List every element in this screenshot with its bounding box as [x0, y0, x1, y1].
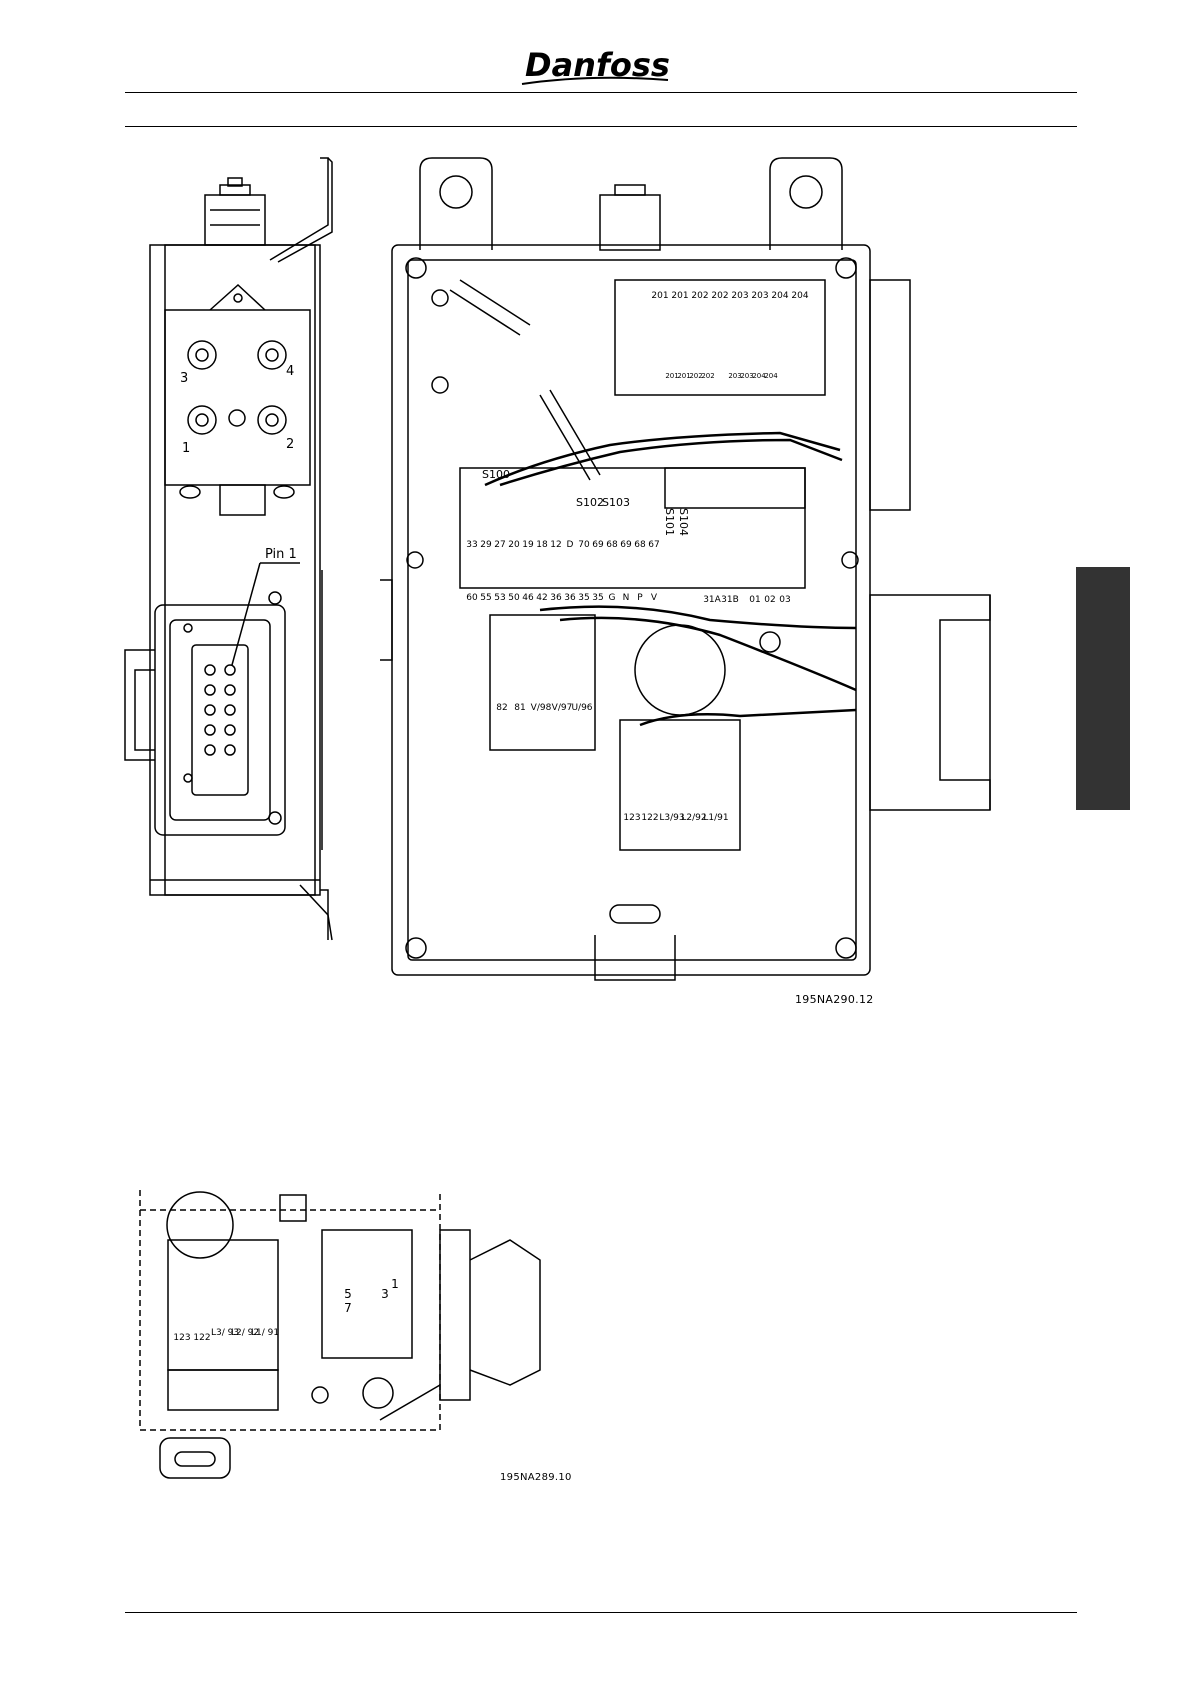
control-terminal-label: 19 [522, 540, 534, 550]
control-terminals-row-2: 60 55 53 50 46 42 36 36 35 35 G N P V [466, 593, 658, 603]
relay-terminal-label: 201 [677, 372, 690, 380]
relay-terminal-label: 202 [701, 372, 714, 380]
control-terminal-label: 55 [480, 593, 491, 603]
control-terminal-label: G [609, 593, 616, 603]
control-terminal-label: 20 [508, 540, 520, 550]
main-figure-reference: 195NA290.12 [795, 993, 874, 1006]
relay-terminal-label: 201 [671, 291, 688, 301]
front-view-drawing: 201 201 202 202 203 203 204 204 201 201 … [380, 157, 991, 981]
control-terminal-label: 68 [606, 540, 618, 550]
mains-terminals: 123 122 L3/93 L2/92 L1/91 [623, 813, 728, 823]
relay-output-label: 01 [749, 595, 760, 605]
switch-label-s102: S102 [576, 496, 604, 509]
control-terminal-label: 46 [522, 593, 534, 603]
section-tab [1076, 567, 1130, 810]
control-terminal-label: P [637, 593, 643, 603]
relay-terminal-label: 204 [771, 291, 788, 301]
control-terminal-label: 36 [564, 593, 576, 603]
control-terminal-label: 35 [592, 593, 603, 603]
control-terminal-label: 33 [466, 540, 477, 550]
control-terminal-label: 53 [494, 593, 505, 603]
control-terminal-label: 12 [550, 540, 561, 550]
switch-label-s103: S103 [602, 496, 630, 509]
relay-output-label: 03 [779, 595, 790, 605]
connector-number-2: 2 [286, 437, 294, 452]
relay-terminal-label: 204 [764, 372, 778, 380]
pin-1-label: Pin 1 [265, 547, 297, 562]
control-terminal-label: 50 [508, 593, 520, 603]
motor-terminal-label: U/96 [571, 703, 592, 713]
footer-rule [125, 1612, 1077, 1613]
control-terminal-label: 18 [536, 540, 548, 550]
relay-terminals-top: 201 201 202 202 203 203 204 204 [651, 291, 808, 301]
side-view-drawing: Pin 1 3 4 1 2 [124, 157, 333, 941]
control-terminal-label: 68 [634, 540, 646, 550]
motor-terminals: 82 81 V/98 V/97 U/96 [496, 703, 593, 713]
brake-terminals: 31A 31B [703, 595, 739, 605]
switch-label-s100: S100 [482, 468, 510, 481]
brake-terminal-label: 31A [703, 595, 721, 605]
relay-terminal-label: 202 [711, 291, 728, 301]
control-terminal-label: V [651, 593, 658, 603]
connector-number-1: 1 [182, 441, 190, 456]
relay-output-terminals: 01 02 03 [749, 595, 790, 605]
header-rule-top [125, 92, 1077, 93]
control-terminals-row-1: 33 29 27 20 19 18 12 D 70 69 68 69 68 67 [466, 540, 659, 550]
relay-terminals-bottom: 201 201 202 202 203 203 204 204 [665, 372, 778, 380]
control-terminal-label: 69 [592, 540, 604, 550]
connector-number-3: 3 [180, 371, 188, 386]
control-terminal-label: 42 [536, 593, 547, 603]
brake-terminal-label: 31B [721, 595, 739, 605]
detail-mains-label: L1/ 91 [251, 1328, 279, 1338]
relay-terminal-label: 204 [752, 372, 766, 380]
detail-mains-label: 122 [193, 1333, 210, 1343]
switch-number: 7 [344, 1301, 352, 1315]
control-terminal-label: 29 [480, 540, 492, 550]
control-terminal-label: 27 [494, 540, 505, 550]
connector-number-4: 4 [286, 364, 294, 379]
detail-switch-numbers: 5 3 1 7 [344, 1277, 399, 1315]
mains-terminal-label: L3/93 [659, 813, 684, 823]
detail-figure-reference: 195NA289.10 [500, 1472, 572, 1483]
control-terminal-label: 70 [578, 540, 590, 550]
relay-terminal-label: 201 [651, 291, 668, 301]
mains-terminal-label: L2/92 [681, 813, 706, 823]
control-terminal-label: D [567, 540, 574, 550]
relay-terminal-label: 203 [731, 291, 748, 301]
detail-mains-label: 123 [173, 1333, 190, 1343]
detail-mains-label: L3/ 93 [211, 1328, 239, 1338]
switch-number: 5 [344, 1287, 352, 1301]
control-terminal-label: 36 [550, 593, 562, 603]
header-rule-bottom [125, 126, 1077, 127]
relay-terminal-label: 201 [665, 372, 678, 380]
mains-terminal-label: L1/91 [703, 813, 728, 823]
motor-terminal-label: 81 [514, 703, 525, 713]
mains-terminal-label: 122 [641, 813, 658, 823]
relay-terminal-label: 204 [791, 291, 808, 301]
relay-terminal-label: 202 [691, 291, 708, 301]
relay-terminal-label: 203 [751, 291, 768, 301]
relay-terminal-label: 202 [689, 372, 702, 380]
mains-terminal-label: 123 [623, 813, 640, 823]
relay-output-label: 02 [764, 595, 775, 605]
switch-label-s101: S101 [663, 508, 676, 536]
detail-mains-terminals: 123 122 L3/ 93 L2/ 92 L1/ 91 [173, 1328, 279, 1343]
switch-number: 1 [391, 1277, 399, 1291]
control-terminal-label: 35 [578, 593, 589, 603]
danfoss-logo: Danfoss [520, 40, 670, 90]
motor-terminal-label: 82 [496, 703, 507, 713]
control-terminal-label: 60 [466, 593, 478, 603]
control-terminal-label: N [623, 593, 630, 603]
switch-label-s104: S104 [677, 508, 690, 536]
detail-mains-label: L2/ 92 [231, 1328, 259, 1338]
relay-terminal-label: 203 [728, 372, 741, 380]
control-terminal-label: 69 [620, 540, 632, 550]
control-terminal-label: 67 [648, 540, 659, 550]
detail-drawing: 123 122 L3/ 93 L2/ 92 L1/ 91 5 3 1 7 [139, 1190, 541, 1479]
switch-number: 3 [381, 1287, 389, 1301]
relay-terminal-label: 203 [740, 372, 753, 380]
motor-terminal-label: V/98 [531, 703, 552, 713]
motor-terminal-label: V/97 [552, 703, 573, 713]
